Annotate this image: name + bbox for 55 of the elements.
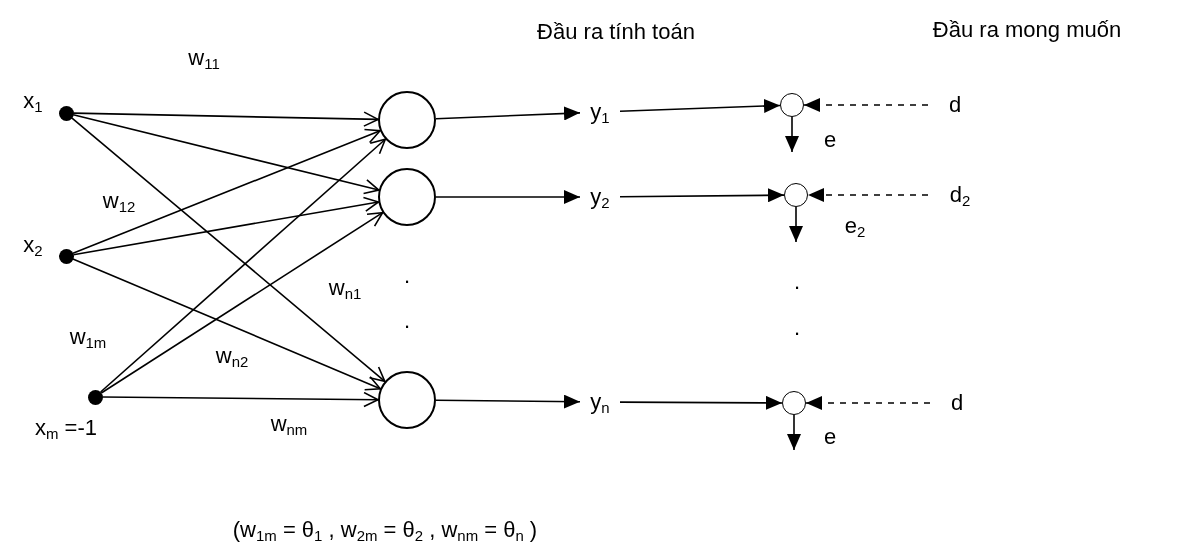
weight-label: w$_{n1}$ — [328, 275, 362, 301]
neuron-circle — [378, 91, 436, 149]
weight-label: w$_{nm}$ — [270, 411, 308, 437]
arrow — [805, 396, 931, 410]
neuron-circle — [378, 371, 436, 429]
arrow — [100, 211, 384, 394]
arrow — [70, 117, 386, 383]
column-heading: Đầu ra mong muốn — [932, 17, 1122, 43]
weight-label: . — [793, 269, 801, 295]
arrow — [803, 98, 929, 112]
weight-label: w$_{1m}$ — [69, 324, 107, 350]
arrow — [72, 258, 382, 391]
input-node — [58, 248, 74, 264]
arrow — [72, 114, 380, 195]
output-label: y$_{2}$ — [580, 181, 620, 213]
arrow — [807, 188, 929, 202]
arrow — [72, 128, 381, 254]
input-node — [58, 105, 74, 121]
input-label: x$_{1}$ — [23, 88, 43, 114]
summing-junction — [784, 183, 808, 207]
input-label: x$_{m}$ =-1 — [35, 415, 97, 441]
output-label: y$_{1}$ — [580, 96, 620, 128]
arrow — [789, 206, 803, 243]
arrow — [619, 188, 785, 203]
input-label: x$_{2}$ — [23, 232, 43, 258]
summing-junction — [782, 391, 806, 415]
error-label: e — [823, 424, 837, 450]
output-label: d — [928, 89, 982, 121]
arrow — [99, 138, 387, 393]
column-heading: Đầu ra tính toán — [537, 19, 695, 45]
arrow — [435, 190, 581, 204]
input-node — [87, 389, 103, 405]
output-label: y$_{n}$ — [580, 386, 620, 418]
arrow — [435, 106, 581, 121]
weight-label: . — [403, 263, 411, 289]
weight-label: w$_{n2}$ — [215, 343, 249, 369]
arrow — [435, 394, 581, 409]
arrow — [72, 196, 380, 256]
arrow — [619, 99, 781, 113]
weight-label: . — [403, 308, 411, 334]
arrow — [72, 111, 379, 127]
error-label: e — [823, 127, 837, 153]
summing-junction — [780, 93, 804, 117]
output-label: d$_{2}$ — [928, 179, 992, 211]
arrow — [787, 414, 801, 451]
caption: (w$_{1m}$ = θ$_{1}$ , w$_{2m}$ = θ$_{2}$ , w$_{nm}$ = θ$_{n}$ ) — [232, 517, 538, 543]
arrow — [785, 116, 799, 153]
weight-label: w$_{11}$ — [188, 45, 220, 71]
weight-label: . — [793, 315, 801, 341]
weight-label: w$_{12}$ — [102, 188, 136, 214]
neuron-circle — [378, 168, 436, 226]
arrow — [101, 391, 379, 408]
arrow — [619, 395, 783, 410]
error-label: e$_{2}$ — [844, 213, 866, 239]
output-label: d — [930, 387, 984, 419]
